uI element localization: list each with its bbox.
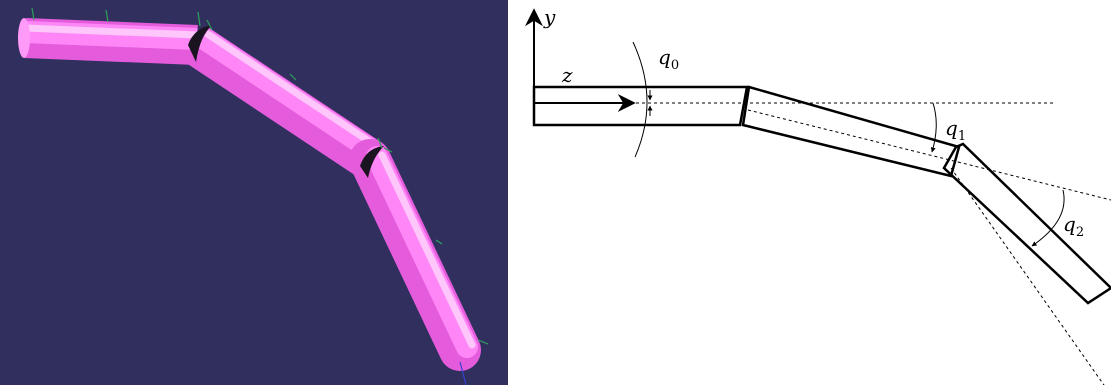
joint-0-arc xyxy=(632,41,648,158)
z-axis-label: z xyxy=(561,63,573,87)
tube-segment-3 xyxy=(349,139,481,371)
frame-ticks xyxy=(31,7,489,345)
links xyxy=(532,85,1111,305)
tube-segment-1 xyxy=(18,18,198,65)
schematic-svg: y z q0 q1 q2 xyxy=(525,5,1111,389)
joint-gap-1 xyxy=(188,25,212,62)
link-0 xyxy=(532,85,749,127)
tube-segment-2 xyxy=(185,27,383,178)
link-1 xyxy=(741,85,961,178)
render-panel xyxy=(0,0,508,386)
joint-gap-2 xyxy=(360,146,384,178)
joint-2-label: q2 xyxy=(1063,212,1084,240)
link-2 xyxy=(942,142,1111,305)
joint-2-arc xyxy=(1031,189,1065,247)
joint-1-label: q1 xyxy=(945,116,966,144)
joint-1-arc xyxy=(930,102,937,153)
y-axis-label: y xyxy=(543,5,556,29)
schematic-panel: y z q0 q1 q2 xyxy=(508,0,1111,389)
base-axis-line xyxy=(459,361,467,386)
render-svg xyxy=(0,0,508,386)
joint-0-label: q0 xyxy=(658,45,679,73)
